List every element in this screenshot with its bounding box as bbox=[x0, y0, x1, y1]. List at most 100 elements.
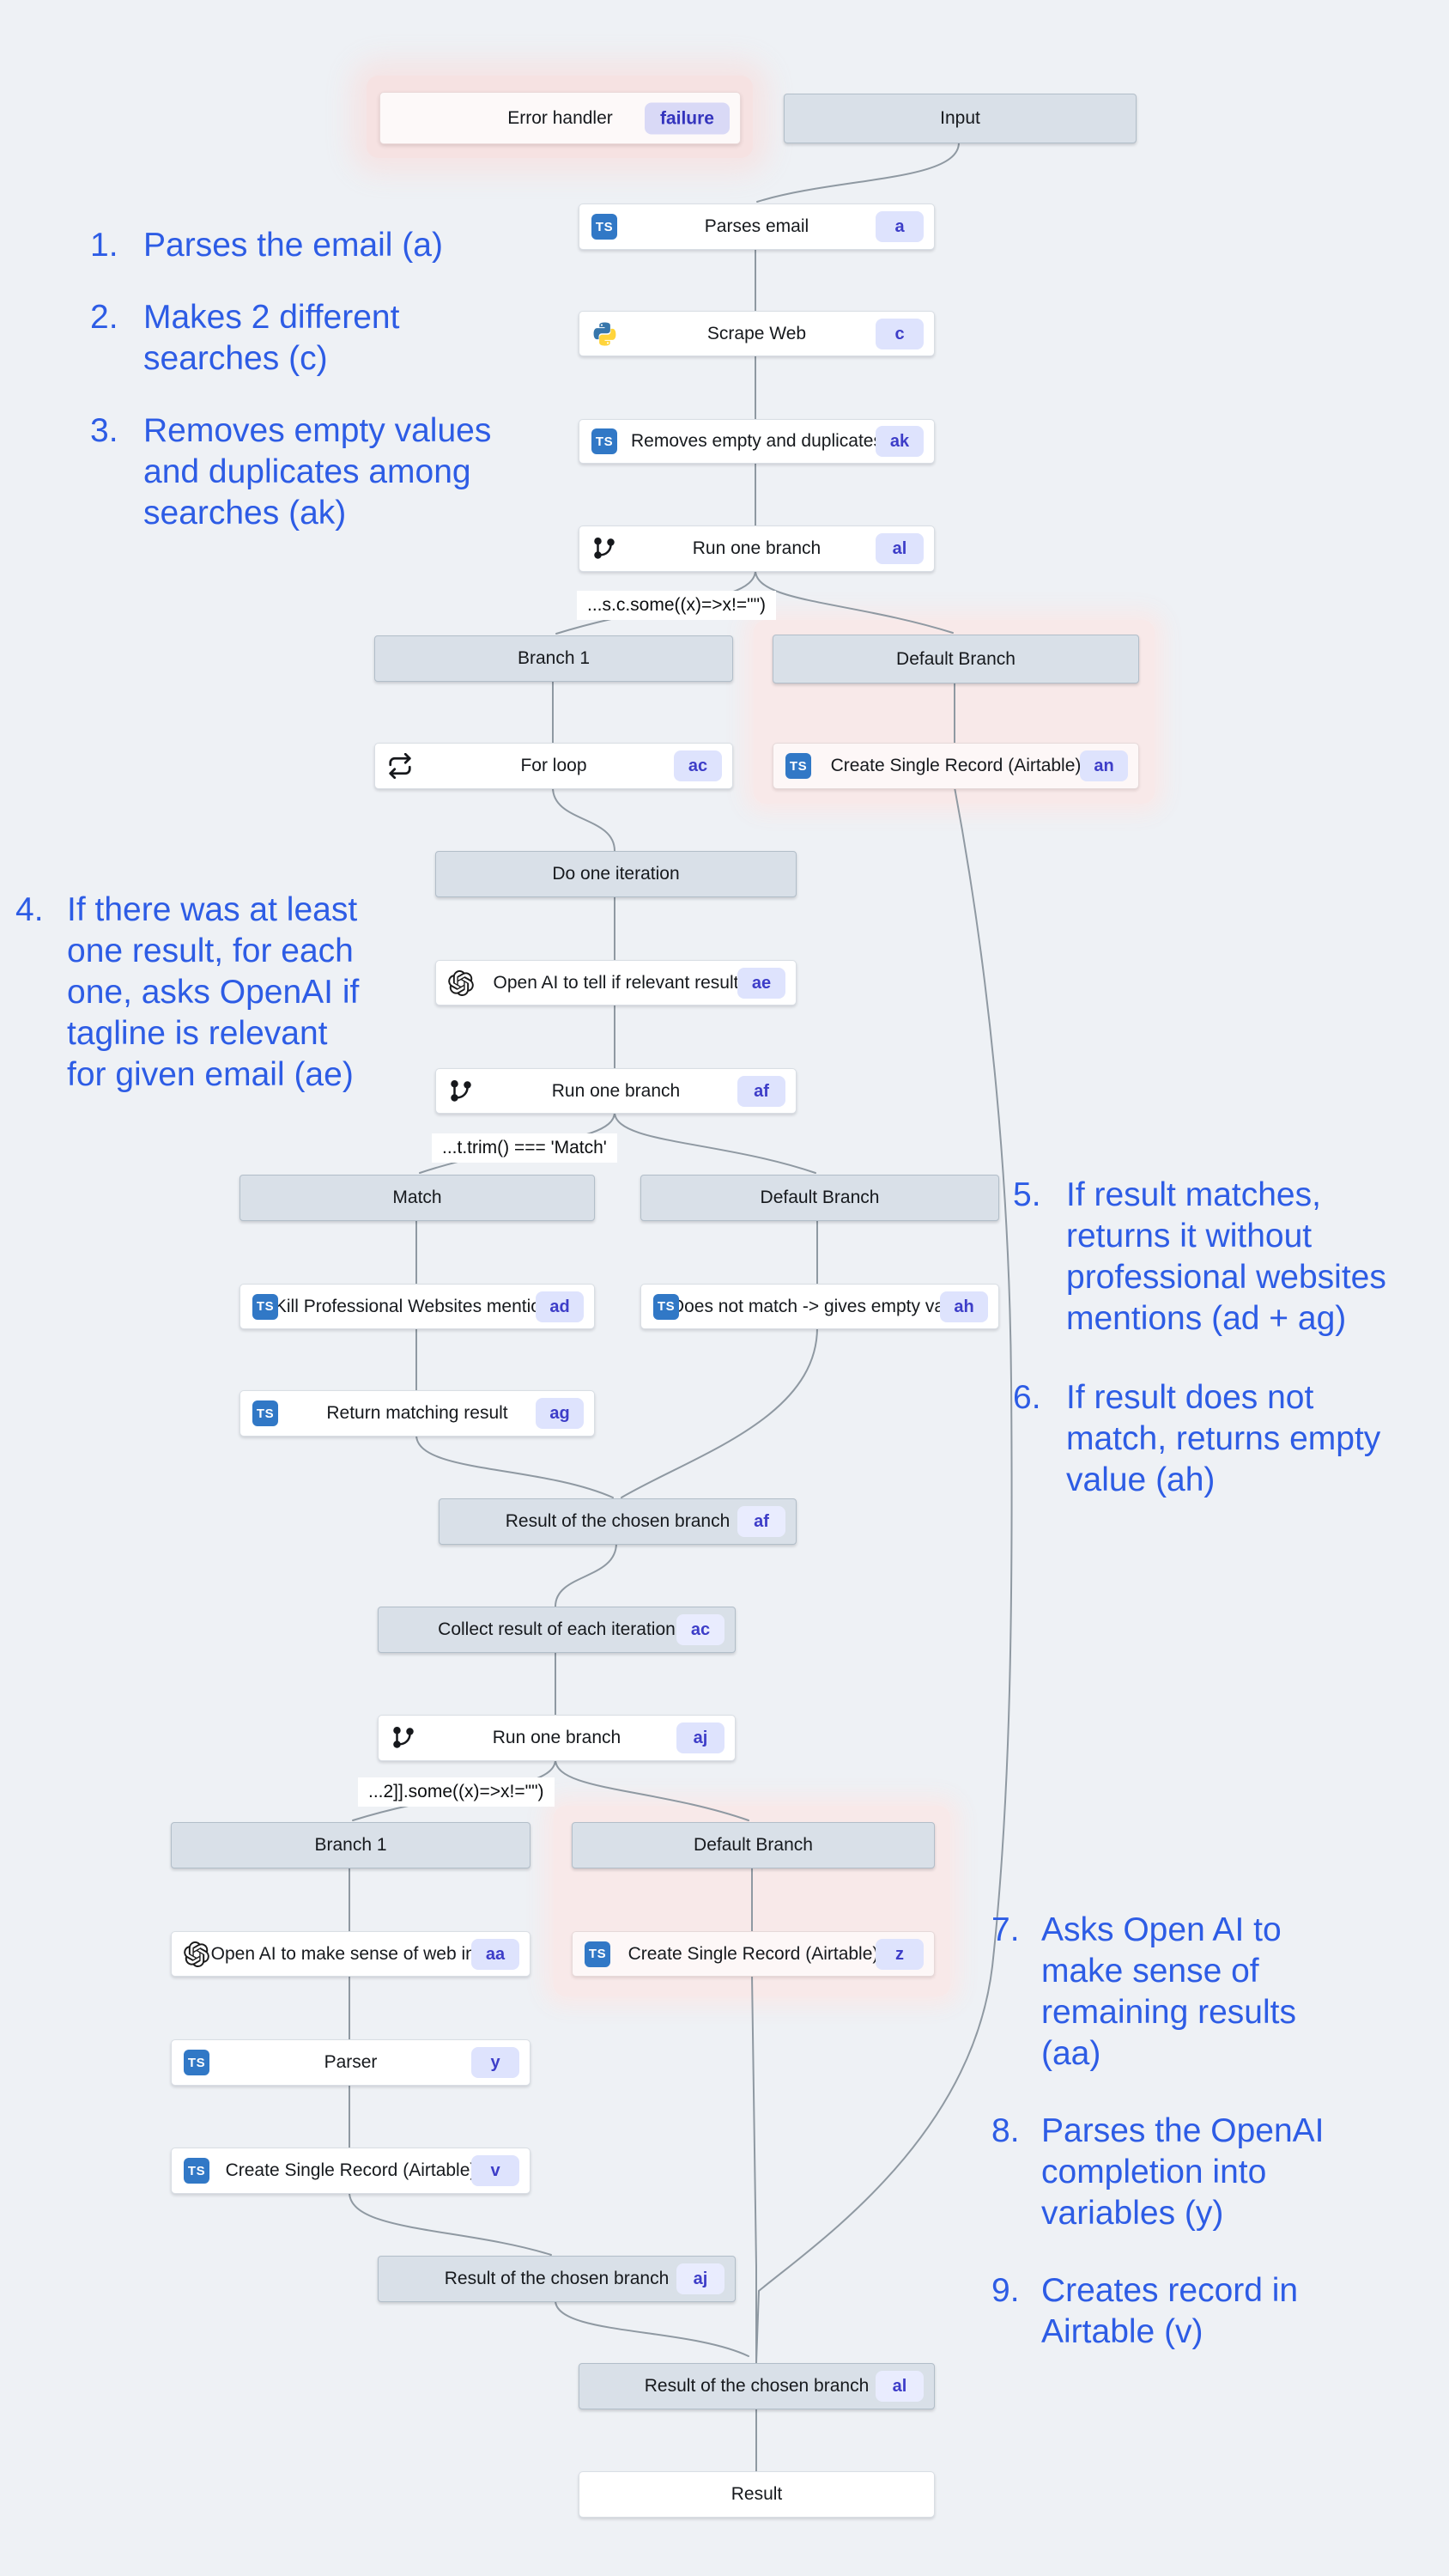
node-label: Default Branch bbox=[760, 1188, 880, 1207]
node-label: Return matching result bbox=[326, 1403, 508, 1423]
node-label: Default Branch bbox=[694, 1835, 813, 1855]
node-label: Run one branch bbox=[692, 538, 822, 558]
node-create-single-record-airtable-v[interactable]: TS Create Single Record (Airtable)v bbox=[171, 2148, 530, 2194]
node-label: Do one iteration bbox=[552, 864, 680, 884]
node-label: Create Single Record (Airtable) bbox=[830, 756, 1082, 775]
annotation-item-9: 9.Creates record in Airtable (v) bbox=[991, 2270, 1298, 2353]
node-badge: a bbox=[876, 211, 924, 242]
ts-icon: TS bbox=[785, 753, 811, 779]
condition-label-cond-af: ...t.trim() === 'Match' bbox=[432, 1133, 617, 1163]
annotation-number: 1. bbox=[90, 227, 118, 264]
connector-wire bbox=[555, 1542, 617, 1607]
node-label: Default Branch bbox=[896, 648, 1016, 669]
node-badge: al bbox=[876, 2371, 924, 2402]
connector-wire bbox=[349, 2191, 552, 2256]
annotation-text: If result does not match, returns empty … bbox=[1066, 1379, 1381, 1498]
branch-icon bbox=[448, 1078, 474, 1104]
condition-label-cond-aj: ...2]].some((x)=>x!="") bbox=[358, 1777, 555, 1807]
connector-wire bbox=[755, 787, 1013, 2364]
node-default-branch-bottom[interactable]: Default Branch bbox=[572, 1822, 935, 1868]
node-badge: v bbox=[471, 2155, 519, 2186]
connector-wire bbox=[415, 1434, 614, 1498]
annotation-item-8: 8. Parses the OpenAI completion into vari… bbox=[991, 2111, 1325, 2234]
node-label: Does not match -> gives empty value bbox=[670, 1296, 969, 1316]
node-badge: aj bbox=[676, 1722, 724, 1753]
connector-wire bbox=[756, 142, 960, 203]
node-label: Result of the chosen branch bbox=[644, 2376, 870, 2396]
connector-wire bbox=[621, 1327, 818, 1498]
connector-wire bbox=[755, 569, 954, 634]
node-badge: ad bbox=[536, 1291, 584, 1322]
annotation-number: 8. bbox=[991, 2112, 1020, 2149]
node-do-one-iteration[interactable]: Do one iteration bbox=[435, 851, 797, 897]
branch-icon bbox=[391, 1725, 416, 1751]
node-label: Result bbox=[731, 2484, 783, 2504]
node-badge: aj bbox=[676, 2263, 724, 2294]
node-input[interactable]: Input bbox=[784, 94, 1137, 143]
node-scrape-web[interactable]: Scrape Web c bbox=[579, 311, 935, 356]
annotation-text: Parses the OpenAI completion into variab… bbox=[1041, 2112, 1325, 2232]
ts-icon: TS bbox=[252, 1293, 278, 1320]
node-label: Kill Professional Websites mentions bbox=[274, 1296, 561, 1316]
node-result[interactable]: Result bbox=[579, 2471, 935, 2518]
connector-wire bbox=[614, 1111, 816, 1174]
openai-icon bbox=[184, 1941, 209, 1967]
ts-icon: TS bbox=[184, 2158, 209, 2184]
node-match[interactable]: Match bbox=[239, 1175, 595, 1221]
node-label: Open AI to tell if relevant result bbox=[493, 972, 739, 993]
node-badge: af bbox=[737, 1506, 785, 1537]
node-result-of-chosen-branch-aj[interactable]: Result of the chosen branch aj bbox=[378, 2256, 736, 2302]
annotation-number: 7. bbox=[991, 1911, 1020, 1948]
node-badge: ac bbox=[676, 1614, 724, 1645]
node-parses-email[interactable]: TS Parses email a bbox=[579, 204, 935, 250]
node-badge: aa bbox=[471, 1938, 519, 1970]
node-branch-1-top[interactable]: Branch 1 bbox=[374, 635, 733, 682]
node-default-branch-top[interactable]: Default Branch bbox=[773, 635, 1139, 683]
node-badge: y bbox=[471, 2047, 519, 2078]
python-icon bbox=[591, 320, 618, 347]
node-run-one-branch-al[interactable]: Run one branch al bbox=[579, 526, 935, 572]
ts-icon: TS bbox=[585, 1941, 610, 1967]
node-label: Parses email bbox=[704, 216, 809, 236]
annotation-text: If there was at least one result, for ea… bbox=[67, 891, 360, 1093]
ts-icon: TS bbox=[591, 214, 617, 240]
node-label: Scrape Web bbox=[706, 323, 807, 343]
node-default-branch-mid[interactable]: Default Branch bbox=[640, 1175, 999, 1221]
node-branch-1-bottom[interactable]: Branch 1 bbox=[171, 1822, 530, 1868]
annotation-number: 4. bbox=[15, 891, 44, 928]
node-label: Error handler bbox=[507, 107, 613, 128]
annotation-text: Removes empty values and duplicates amon… bbox=[143, 412, 492, 532]
node-result-of-chosen-branch-al[interactable]: Result of the chosen branch al bbox=[579, 2363, 935, 2409]
node-badge: al bbox=[876, 533, 924, 564]
node-label: Create Single Record (Airtable) bbox=[627, 1943, 879, 1964]
annotation-item-5: 5.If result matches, returns it without … bbox=[1013, 1175, 1386, 1340]
annotation-number: 3. bbox=[90, 412, 118, 449]
ts-icon: TS bbox=[653, 1293, 679, 1320]
node-label: Result of the chosen branch bbox=[444, 2269, 670, 2288]
annotation-item-6: 6.If result does not match, returns empt… bbox=[1013, 1377, 1380, 1501]
node-label: Run one branch bbox=[551, 1080, 681, 1101]
node-badge: c bbox=[876, 318, 924, 349]
node-badge: ah bbox=[940, 1291, 988, 1322]
ts-icon: TS bbox=[184, 2050, 209, 2075]
node-badge: ae bbox=[737, 967, 785, 999]
loop-icon bbox=[387, 753, 413, 779]
node-label: Create Single Record (Airtable) bbox=[225, 2160, 476, 2180]
node-label: Input bbox=[940, 108, 980, 128]
